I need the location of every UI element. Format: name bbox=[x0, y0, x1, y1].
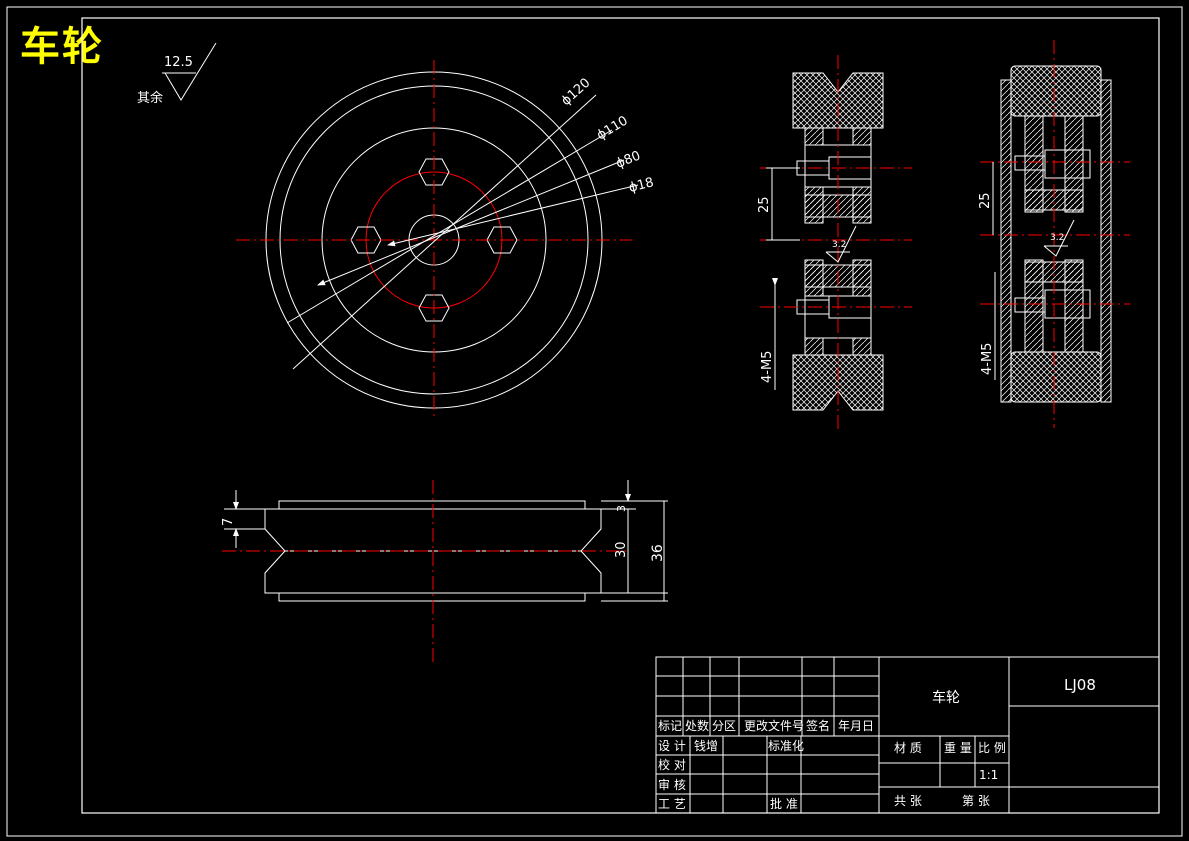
section-view-b: 25 4-M5 3.2 bbox=[978, 40, 1130, 428]
hex-bottom bbox=[418, 294, 450, 322]
tb-row-process-extra: 批 准 bbox=[770, 796, 798, 811]
dim-phi110: ϕ110 bbox=[594, 113, 630, 143]
roughness-symbol: 12.5 其余 bbox=[137, 42, 217, 106]
surface-roughness-b: 3.2 bbox=[1050, 233, 1064, 243]
dim-phi80: ϕ80 bbox=[614, 148, 643, 171]
tb-header-count: 处数 bbox=[685, 718, 709, 733]
tb-sheet-no: 第 张 bbox=[962, 794, 990, 808]
inner-border bbox=[81, 17, 1160, 814]
dim-side-36: 36 bbox=[650, 544, 666, 562]
thread-label-b: 4-M5 bbox=[980, 343, 995, 375]
title-block bbox=[655, 656, 1160, 814]
drawing-title: 车轮 bbox=[20, 24, 104, 70]
front-view: ϕ120 ϕ110 ϕ80 ϕ18 bbox=[236, 60, 655, 420]
roughness-label: 其余 bbox=[137, 90, 163, 106]
tb-row-review: 审 核 bbox=[658, 777, 686, 792]
title-block-text: 车轮 LJ08 标记 处数 分区 更改文件号 签名 年月日 设 计 钱增 标准化… bbox=[658, 676, 1096, 811]
outer-border bbox=[6, 6, 1183, 837]
hex-top bbox=[418, 158, 450, 186]
thread-label-a: 4-M5 bbox=[760, 351, 775, 383]
tb-part-name: 车轮 bbox=[932, 689, 960, 706]
tb-header-date: 年月日 bbox=[838, 719, 874, 733]
tb-header-sign: 签名 bbox=[806, 718, 830, 733]
tb-row-process: 工 艺 bbox=[658, 797, 686, 811]
tb-drawing-no: LJ08 bbox=[1064, 676, 1096, 694]
tb-scale-label: 比 例 bbox=[978, 741, 1006, 755]
surface-roughness-a: 3.2 bbox=[832, 240, 846, 250]
tb-header-zone: 分区 bbox=[712, 719, 736, 733]
tb-row-design-value: 钱增 bbox=[694, 738, 718, 753]
dim-side-30: 30 bbox=[614, 541, 629, 558]
dim-side-7: 7 bbox=[221, 518, 236, 526]
tb-row-check: 校 对 bbox=[658, 757, 686, 772]
side-view: 7 3 30 36 bbox=[221, 480, 668, 662]
tb-material-label: 材 质 bbox=[894, 741, 922, 755]
tb-header-mark: 标记 bbox=[658, 719, 682, 733]
dim-phi18: ϕ18 bbox=[627, 175, 655, 196]
tb-scale-value: 1:1 bbox=[979, 768, 998, 782]
tb-sheet-total: 共 张 bbox=[894, 794, 922, 808]
roughness-value: 12.5 bbox=[164, 55, 193, 70]
dim-side-3: 3 bbox=[615, 505, 628, 512]
tb-weight-label: 重 量 bbox=[944, 741, 972, 755]
tb-row-design-extra: 标准化 bbox=[768, 739, 804, 753]
section-view-a: 25 4-M5 3.2 bbox=[757, 55, 912, 433]
dim-pitch-b: 25 bbox=[978, 192, 993, 209]
hex-right bbox=[486, 226, 518, 254]
dim-pitch-a: 25 bbox=[757, 196, 772, 213]
tb-header-change-doc: 更改文件号 bbox=[744, 718, 804, 733]
tb-row-design: 设 计 bbox=[658, 739, 686, 753]
dim-phi120: ϕ120 bbox=[559, 75, 594, 108]
